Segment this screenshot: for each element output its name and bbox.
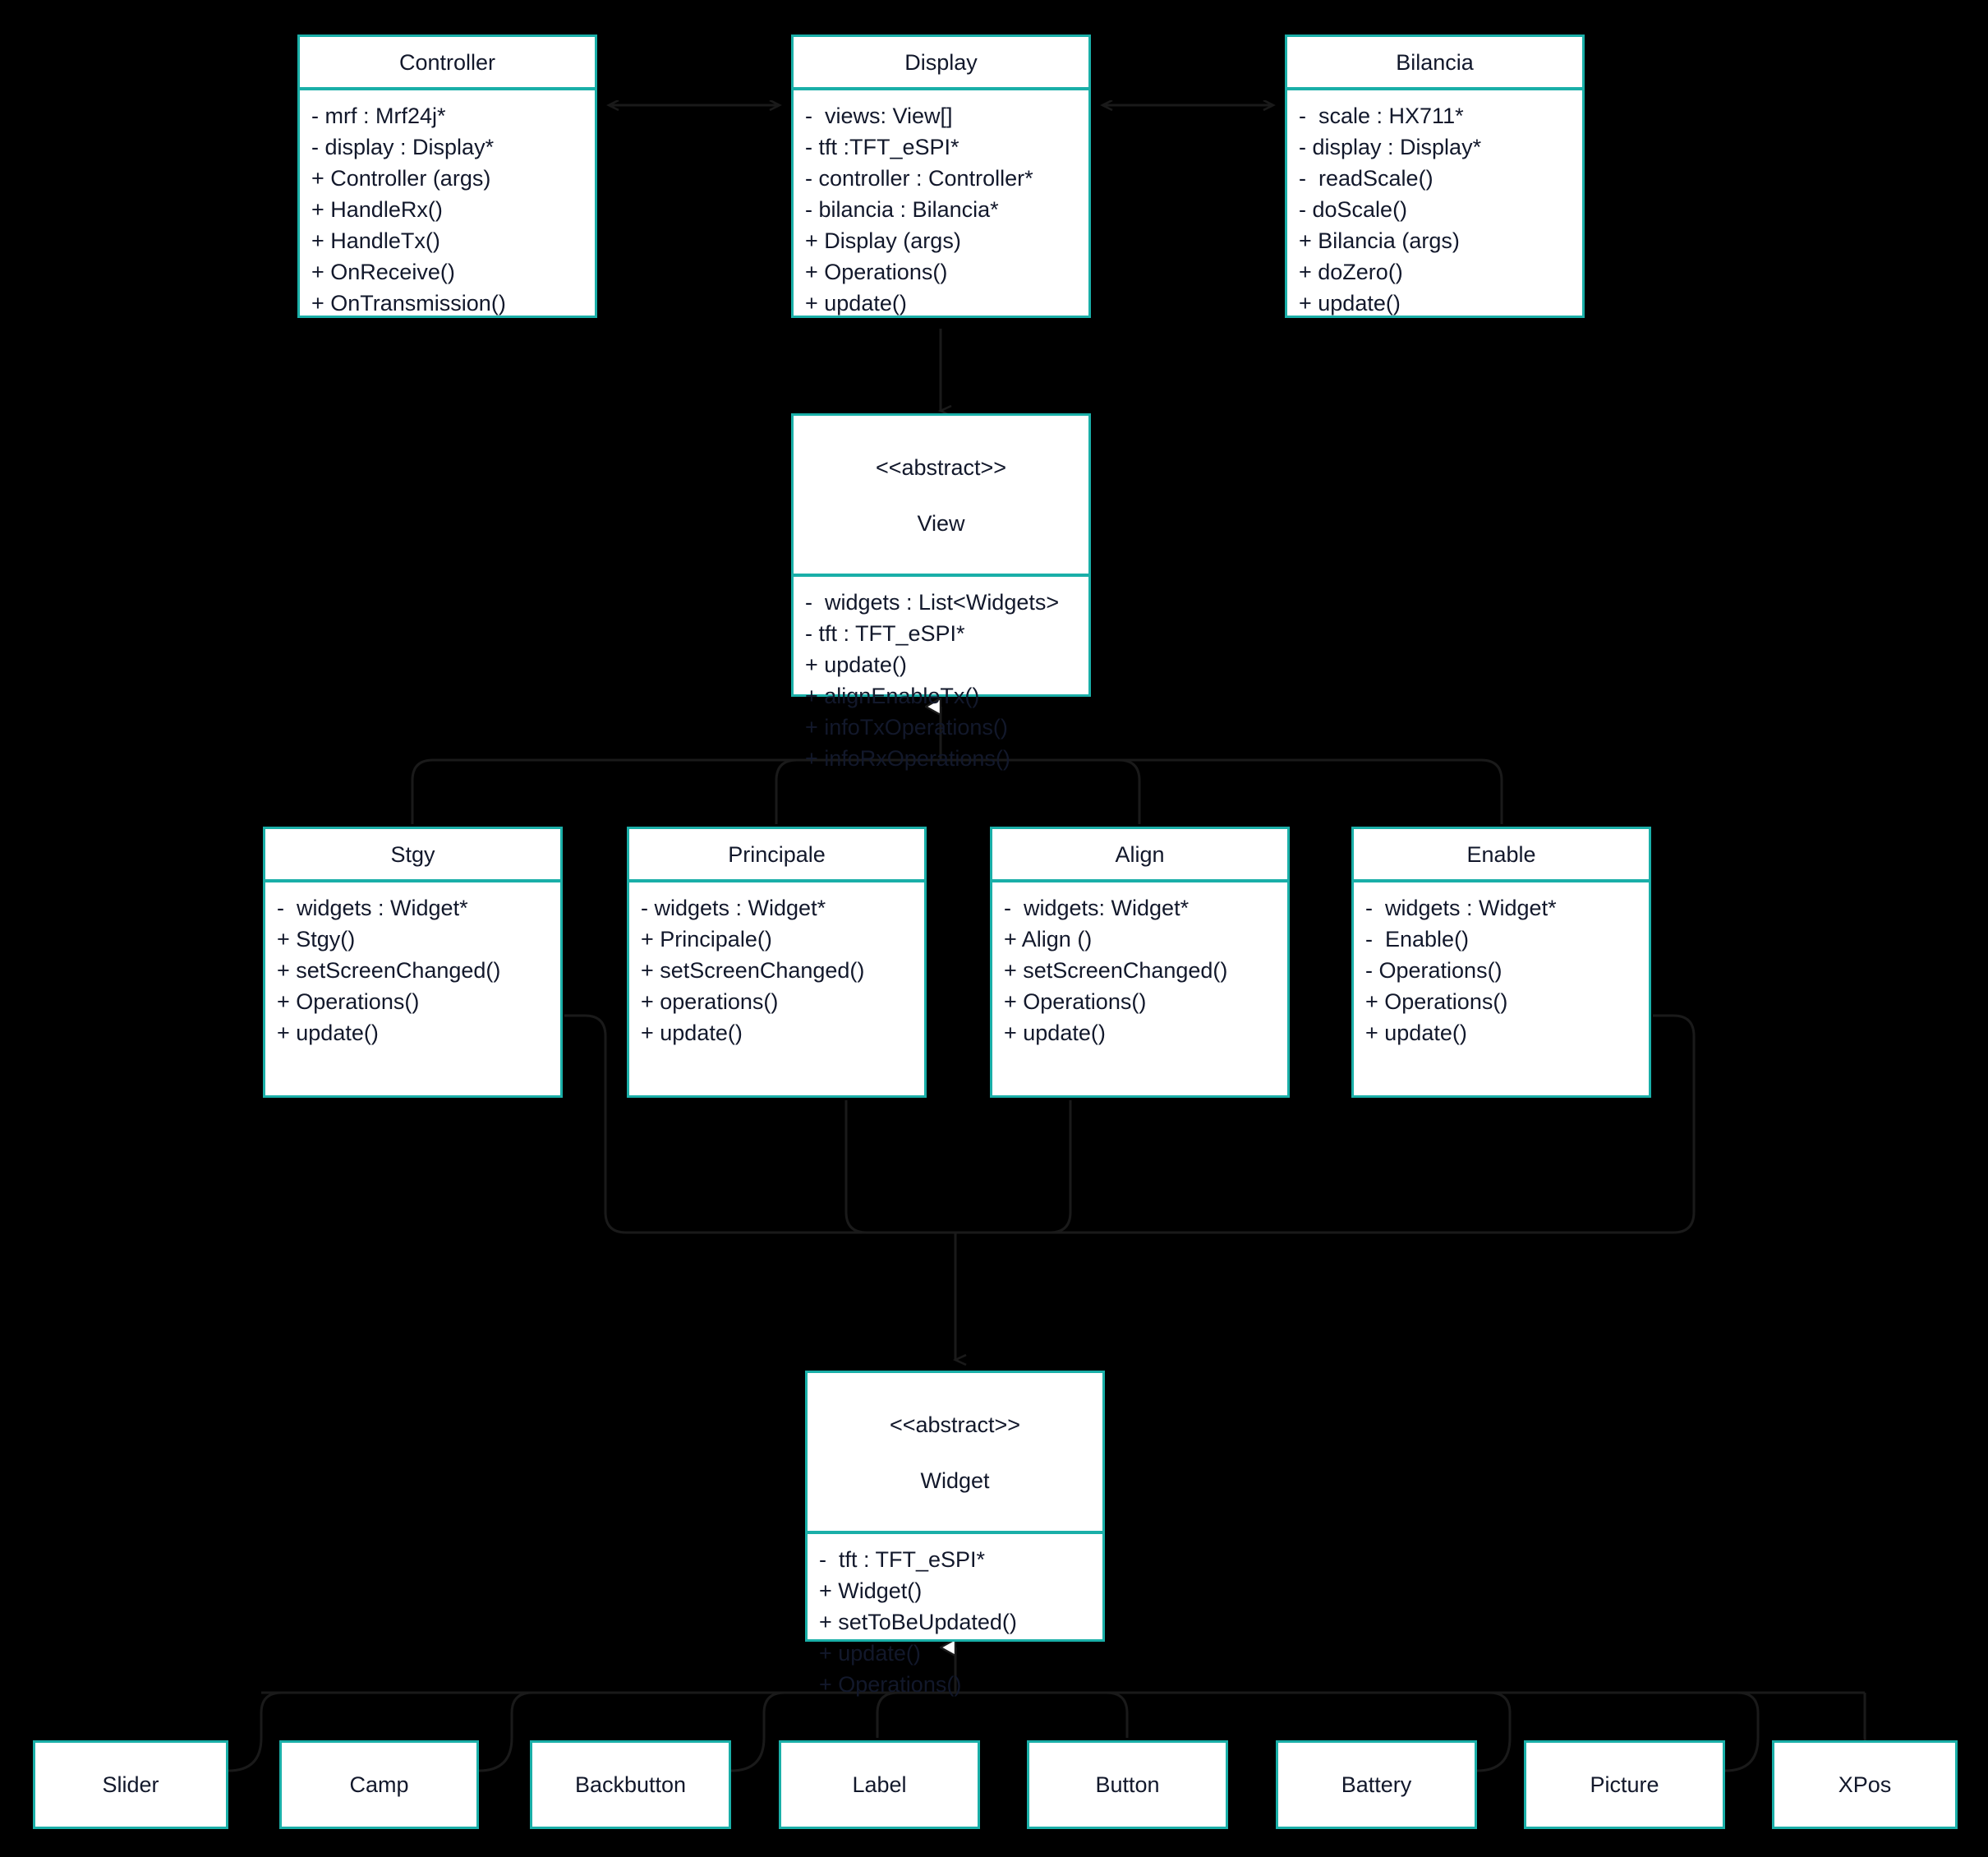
class-member: - display : Display* [1299,135,1482,159]
class-members-principale: - widgets : Widget* + Principale() + set… [629,882,924,1058]
class-members-view: - widgets : List<Widgets> - tft : TFT_eS… [794,577,1088,784]
class-name-view: <<abstract>> View [794,416,1088,577]
class-box-slider[interactable]: Slider [33,1740,228,1829]
class-member: + Stgy() [277,927,356,952]
edge-backbutton-widget [730,1691,785,1772]
class-member: - tft : TFT_eSPI* [805,621,965,646]
class-member: - Operations() [1365,958,1503,983]
class-members-bilancia: - scale : HX711* - display : Display* - … [1287,90,1582,329]
class-member: + setScreenChanged() [1004,958,1228,983]
class-member: - widgets: Widget* [1004,896,1190,920]
class-member: + doZero() [1299,260,1403,284]
class-box-enable[interactable]: Enable - widgets : Widget* - Enable() - … [1351,827,1651,1098]
class-member: + operations() [641,989,779,1014]
class-box-bilancia[interactable]: Bilancia - scale : HX711* - display : Di… [1285,35,1585,318]
class-member: + update() [1299,291,1401,316]
class-member: + Display (args) [805,228,961,253]
class-member: + setScreenChanged() [277,958,501,983]
class-box-camp[interactable]: Camp [279,1740,479,1829]
class-member: - widgets : List<Widgets> [805,590,1060,615]
class-member: + setToBeUpdated() [819,1610,1017,1634]
edge-button-widget [1106,1691,1129,1738]
class-member: + OnReceive() [311,260,455,284]
edge-align-widget [955,1100,1072,1234]
class-member: + Bilancia (args) [1299,228,1460,253]
class-box-widget[interactable]: <<abstract>> Widget - tft : TFT_eSPI* + … [805,1371,1105,1697]
class-member: + infoRxOperations() [805,746,1010,771]
class-member: - widgets : Widget* [641,896,826,920]
class-member: + HandleRx() [311,197,443,222]
class-member: + Operations() [819,1672,962,1697]
class-member: - controller : Controller* [805,166,1033,191]
class-name-enable: Enable [1354,829,1649,882]
class-member: + Operations() [1004,989,1147,1014]
class-member: + update() [805,291,907,316]
class-member: - views: View[] [805,104,953,128]
class-member: + OnTransmission() [311,291,506,316]
class-member: + Widget() [819,1578,923,1603]
class-name-align: Align [992,829,1287,882]
class-name-bilancia: Bilancia [1287,37,1582,90]
class-stereotype-widget: <<abstract>> [889,1412,1021,1437]
edge-principale-widget [844,1100,955,1234]
class-member: + Principale() [641,927,772,952]
class-members-stgy: - widgets : Widget* + Stgy() + setScreen… [265,882,560,1058]
class-stereotype-view: <<abstract>> [875,455,1007,480]
class-member: + update() [277,1021,379,1045]
class-members-controller: - mrf : Mrf24j* - display : Display* + C… [300,90,595,329]
class-member: + update() [1365,1021,1467,1045]
class-member: - doScale() [1299,197,1408,222]
class-name-widget: <<abstract>> Widget [808,1373,1102,1534]
class-member: + update() [641,1021,743,1045]
class-member: + HandleTx() [311,228,440,253]
class-member: - scale : HX711* [1299,104,1464,128]
class-member: - mrf : Mrf24j* [311,104,446,128]
class-box-display[interactable]: Display - views: View[] - tft :TFT_eSPI*… [791,35,1091,318]
class-box-battery[interactable]: Battery [1276,1740,1477,1829]
class-member: + setScreenChanged() [641,958,865,983]
class-title-widget: Widget [920,1468,990,1493]
class-member: + update() [819,1641,921,1666]
class-box-principale[interactable]: Principale - widgets : Widget* + Princip… [627,827,927,1098]
class-member: + Operations() [1365,989,1508,1014]
class-member: + Controller (args) [311,166,491,191]
class-box-button[interactable]: Button [1027,1740,1228,1829]
class-members-widget: - tft : TFT_eSPI* + Widget() + setToBeUp… [808,1534,1102,1710]
class-box-view[interactable]: <<abstract>> View - widgets : List<Widge… [791,413,1091,771]
class-box-align[interactable]: Align - widgets: Widget* + Align () + se… [990,827,1290,1098]
class-title-view: View [917,511,965,536]
class-member: - Enable() [1365,927,1470,952]
class-box-backbutton[interactable]: Backbutton [530,1740,731,1829]
class-members-display: - views: View[] - tft :TFT_eSPI* - contr… [794,90,1088,329]
edge-camp-widget [478,1691,533,1772]
class-member: + Operations() [805,260,948,284]
class-members-enable: - widgets : Widget* - Enable() - Operati… [1354,882,1649,1058]
class-member: - tft :TFT_eSPI* [805,135,959,159]
class-member: + update() [1004,1021,1106,1045]
edge-battery-widget [1476,1691,1512,1772]
class-member: - readScale() [1299,166,1433,191]
class-box-stgy[interactable]: Stgy - widgets : Widget* + Stgy() + setS… [263,827,563,1098]
class-member: - display : Display* [311,135,495,159]
class-member: - widgets : Widget* [1365,896,1557,920]
class-member: + Operations() [277,989,420,1014]
edge-picture-widget [1724,1691,1760,1772]
class-member: - widgets : Widget* [277,896,468,920]
class-name-principale: Principale [629,829,924,882]
class-name-display: Display [794,37,1088,90]
class-member: - bilancia : Bilancia* [805,197,999,222]
class-member: + Align () [1004,927,1093,952]
class-member: + infoTxOperations() [805,715,1008,740]
class-box-controller[interactable]: Controller - mrf : Mrf24j* - display : D… [297,35,597,318]
class-box-picture[interactable]: Picture [1524,1740,1725,1829]
class-member: + alignEnableTx() [805,684,980,708]
class-member: - tft : TFT_eSPI* [819,1547,986,1572]
class-name-controller: Controller [300,37,595,90]
class-name-stgy: Stgy [265,829,560,882]
edge-slider-widget [228,1691,283,1772]
class-member: + update() [805,652,907,677]
class-box-xpos[interactable]: XPos [1772,1740,1958,1829]
class-box-label[interactable]: Label [779,1740,980,1829]
class-members-align: - widgets: Widget* + Align () + setScree… [992,882,1287,1058]
